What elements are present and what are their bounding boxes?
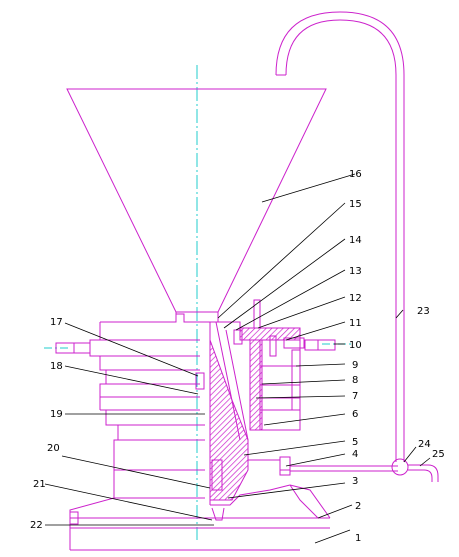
callout-7: 7 — [352, 391, 358, 402]
return-pipe — [275, 11, 439, 482]
callout-15: 15 — [349, 199, 362, 210]
callout-18: 18 — [50, 361, 63, 372]
callout-14: 14 — [349, 235, 362, 246]
callout-13: 13 — [349, 266, 362, 277]
right-housing — [216, 321, 398, 519]
leader-lines — [44, 173, 431, 544]
callout-6: 6 — [352, 409, 358, 420]
right-nozzle — [304, 339, 336, 351]
center-axis — [44, 65, 352, 540]
callout-4: 4 — [352, 449, 358, 460]
callout-9: 9 — [352, 360, 358, 371]
callout-3: 3 — [352, 476, 358, 487]
callout-8: 8 — [352, 375, 358, 386]
callout-1: 1 — [355, 533, 361, 544]
callout-5: 5 — [352, 437, 358, 448]
callout-25: 25 — [432, 449, 445, 460]
callout-20: 20 — [47, 443, 60, 454]
lower-body — [69, 410, 330, 551]
callout-24: 24 — [418, 439, 431, 450]
callout-19: 19 — [50, 409, 63, 420]
top-fittings — [233, 299, 305, 357]
callout-11: 11 — [349, 318, 362, 329]
left-nozzle — [55, 342, 91, 354]
callout-22: 22 — [30, 520, 43, 531]
callout-23: 23 — [417, 306, 430, 317]
callout-16: 16 — [349, 169, 362, 180]
callout-2: 2 — [355, 501, 361, 512]
callout-21: 21 — [33, 479, 46, 490]
callout-12: 12 — [349, 293, 362, 304]
rotor-assembly — [195, 321, 291, 521]
callout-10: 10 — [349, 340, 362, 351]
callout-17: 17 — [50, 317, 63, 328]
upper-body — [89, 313, 216, 411]
callout-labels: 1 2 3 4 5 6 7 8 9 10 11 12 13 14 15 16 1… — [30, 169, 445, 544]
